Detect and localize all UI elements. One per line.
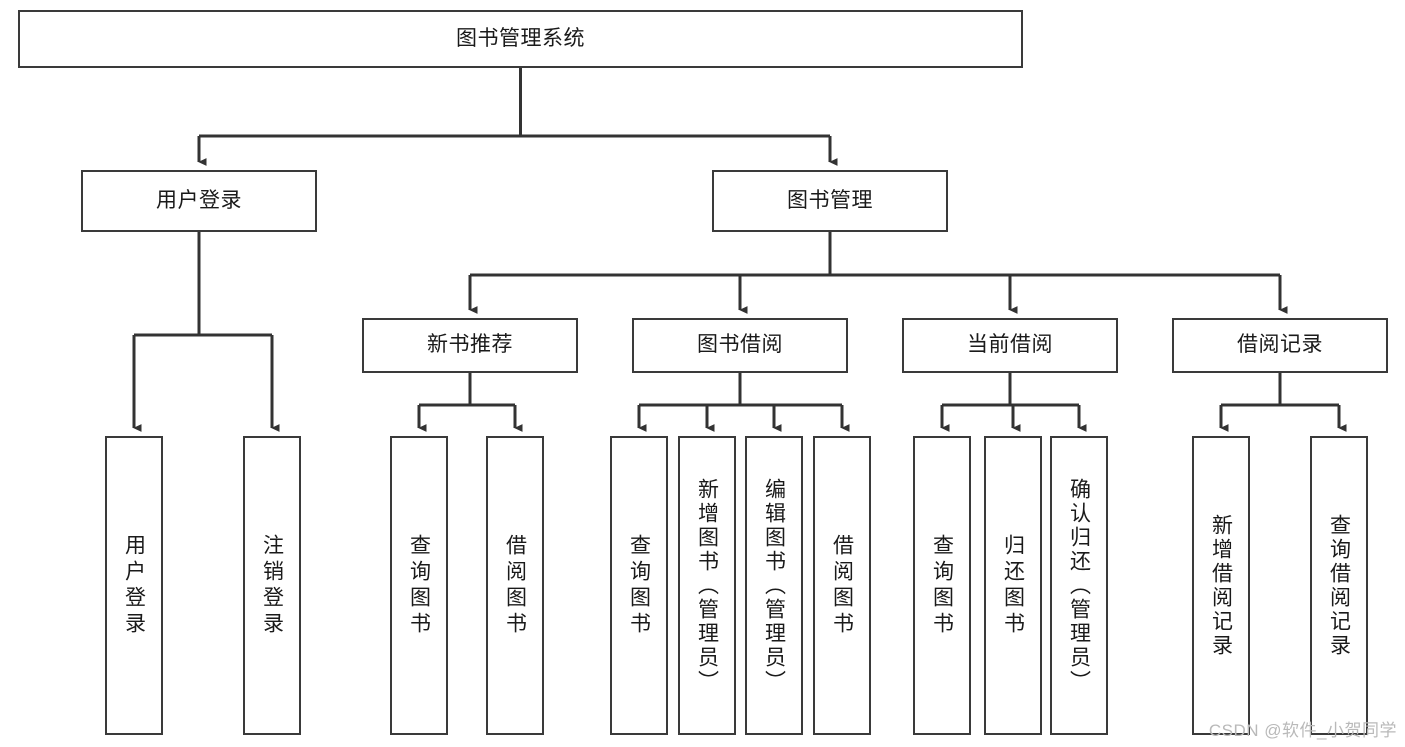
node-new-book-recommend-label: 新书推荐 [427,333,513,357]
leaf-node-label: 借阅图书 [503,533,527,638]
node-new-book-recommend[interactable]: 新书推荐 [362,318,578,373]
leaf-node-label: 新增借阅记录 [1209,513,1233,658]
leaf-node-label: 查询借阅记录 [1327,513,1351,658]
leaf-node[interactable]: 注销登录 [243,436,301,735]
node-root[interactable]: 图书管理系统 [18,10,1023,68]
node-book-management-label: 图书管理 [787,188,873,212]
node-current-borrow[interactable]: 当前借阅 [902,318,1118,373]
node-book-management[interactable]: 图书管理 [712,170,948,232]
node-book-borrow-label: 图书借阅 [697,333,783,357]
leaf-node[interactable]: 确认归还（管理员） [1050,436,1108,735]
leaf-node[interactable]: 编辑图书（管理员） [745,436,803,735]
leaf-node[interactable]: 新增借阅记录 [1192,436,1250,735]
leaf-node[interactable]: 新增图书（管理员） [678,436,736,735]
leaf-node[interactable]: 查询图书 [913,436,971,735]
leaf-node[interactable]: 查询借阅记录 [1310,436,1368,735]
leaf-node-label: 查询图书 [407,533,431,638]
node-borrow-record[interactable]: 借阅记录 [1172,318,1388,373]
leaf-node-label: 查询图书 [627,533,651,638]
leaf-node-label: 归还图书 [1001,533,1025,638]
leaf-node-label: 用户登录 [122,533,146,638]
node-user-login-label: 用户登录 [156,188,242,212]
leaf-node-label: 确认归还（管理员） [1067,477,1091,694]
leaf-node-label: 借阅图书 [830,533,854,638]
leaf-node[interactable]: 查询图书 [390,436,448,735]
leaf-node[interactable]: 查询图书 [610,436,668,735]
node-user-login[interactable]: 用户登录 [81,170,317,232]
leaf-node-label: 编辑图书（管理员） [762,477,786,694]
leaf-node-label: 注销登录 [260,533,284,638]
node-current-borrow-label: 当前借阅 [967,333,1053,357]
leaf-node-label: 查询图书 [930,533,954,638]
leaf-node[interactable]: 借阅图书 [813,436,871,735]
leaf-node[interactable]: 用户登录 [105,436,163,735]
node-root-label: 图书管理系统 [456,26,585,50]
leaf-node-label: 新增图书（管理员） [695,477,719,694]
node-book-borrow[interactable]: 图书借阅 [632,318,848,373]
leaf-node[interactable]: 借阅图书 [486,436,544,735]
leaf-node[interactable]: 归还图书 [984,436,1042,735]
node-borrow-record-label: 借阅记录 [1237,333,1323,357]
